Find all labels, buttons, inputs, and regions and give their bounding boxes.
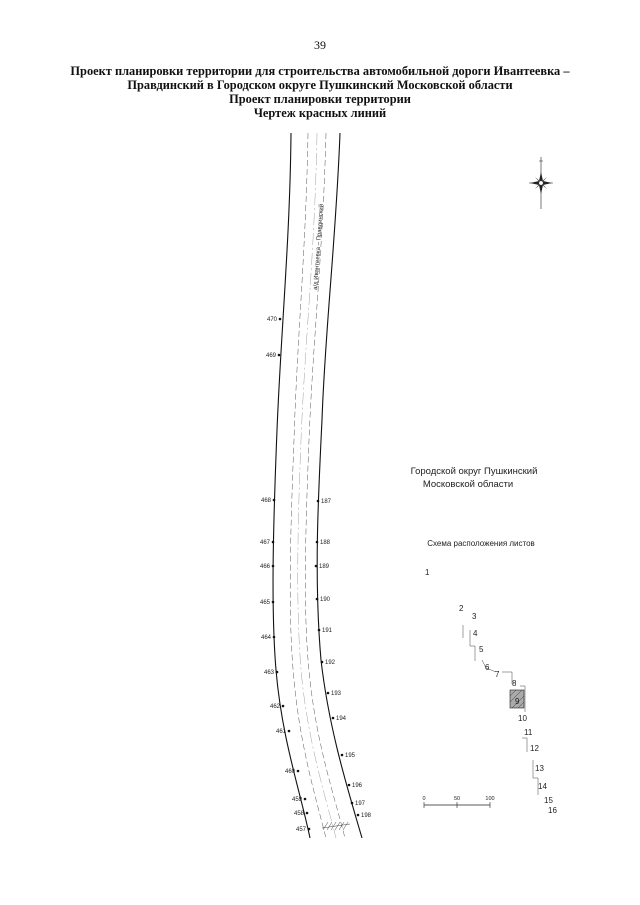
sheet-number-15: 15 [544, 796, 553, 805]
red-line-left [272, 132, 311, 839]
north-arrow-icon [529, 157, 553, 209]
point-label-193: 193 [331, 691, 342, 697]
boundary-point-462 [281, 704, 285, 708]
scale-label-50: 50 [454, 796, 460, 802]
boundary-point-458 [305, 811, 309, 815]
boundary-point-195 [340, 753, 344, 757]
current-sheet-hatch [509, 689, 525, 709]
point-label-459: 459 [292, 797, 303, 803]
red-line-right [316, 132, 363, 839]
boundary-point-189 [314, 564, 318, 568]
boundary-point-459 [303, 797, 307, 801]
road-axis [297, 132, 337, 839]
boundary-point-461 [287, 729, 291, 733]
title-line-3: Проект планировки территории [229, 92, 411, 106]
point-label-463: 463 [264, 670, 275, 676]
road-label: а/д Ивантеевка – Правдинский [312, 204, 325, 290]
sheet-number-1: 1 [425, 568, 430, 577]
point-label-197: 197 [355, 801, 366, 807]
point-label-470: 470 [267, 317, 278, 323]
boundary-point-470 [278, 317, 282, 321]
title-line-4: Чертеж красных линий [253, 106, 387, 120]
scheme-title: Схема расположения листов [427, 539, 535, 548]
current-sheet-marker [509, 689, 525, 709]
boundary-point-463 [275, 670, 279, 674]
sheet-number-7: 7 [495, 670, 500, 679]
boundary-point-187 [316, 499, 320, 503]
sheet-number-5: 5 [479, 645, 484, 654]
point-label-469: 469 [266, 353, 277, 359]
sheet-scheme-lines [462, 625, 539, 795]
boundary-point-191 [317, 628, 321, 632]
boundary-point-457 [307, 827, 311, 831]
point-label-467: 467 [260, 540, 271, 546]
sheet-number-12: 12 [530, 744, 539, 753]
point-label-460: 460 [285, 769, 296, 775]
point-label-188: 188 [320, 540, 331, 546]
boundary-point-465 [271, 600, 275, 604]
point-label-464: 464 [261, 635, 272, 641]
point-label-468: 468 [261, 498, 272, 504]
left-boundary-points: 470 469 468 467 466 465 464 463 462 461 460 459 458 4… [260, 317, 311, 833]
boundary-point-198 [356, 813, 360, 817]
point-label-194: 194 [336, 716, 347, 722]
sheet-number-13: 13 [535, 764, 544, 773]
point-label-458: 458 [294, 811, 305, 817]
title-line-1: Проект планировки территории для строите… [70, 64, 570, 78]
boundary-point-467 [271, 540, 275, 544]
boundary-point-469 [277, 353, 281, 357]
point-label-196: 196 [352, 783, 363, 789]
boundary-point-464 [272, 635, 276, 639]
document-title: Проект планировки территории для строите… [40, 64, 600, 120]
point-label-191: 191 [322, 628, 333, 634]
point-label-187: 187 [321, 499, 332, 505]
boundary-point-468 [272, 498, 276, 502]
carriageway-edge-right [305, 132, 346, 839]
point-label-198: 198 [361, 813, 372, 819]
point-label-190: 190 [320, 597, 331, 603]
boundary-point-460 [296, 769, 300, 773]
boundary-point-188 [315, 540, 319, 544]
carriageway-edge-left [289, 132, 327, 839]
sheet-number-8: 8 [512, 679, 517, 688]
point-label-465: 465 [260, 600, 271, 606]
point-label-462: 462 [270, 704, 281, 710]
sheet-number-14: 14 [538, 782, 547, 791]
boundary-point-197 [350, 801, 354, 805]
boundary-point-193 [326, 691, 330, 695]
sheet-number-3: 3 [472, 612, 477, 621]
point-label-457: 457 [296, 827, 307, 833]
scale-bar: 0 50 100 [422, 796, 495, 808]
title-line-2: Правдинский в Городском округе Пушкински… [127, 78, 513, 92]
right-boundary-points: 187 188 189 190 191 192 193 194 195 196 197 198 [314, 499, 372, 819]
boundary-point-192 [320, 660, 324, 664]
page-number: 39 [314, 38, 326, 52]
scale-label-0: 0 [422, 796, 425, 802]
sheet-number-2: 2 [459, 604, 464, 613]
region-label-line-2: Московской области [423, 479, 513, 490]
point-label-192: 192 [325, 660, 336, 666]
sheet-number-16: 16 [548, 806, 557, 815]
boundary-point-466 [271, 564, 275, 568]
point-label-189: 189 [319, 564, 330, 570]
sheet-number-11: 11 [524, 728, 533, 737]
boundary-point-196 [347, 783, 351, 787]
sheet-number-9: 9 [515, 697, 520, 706]
point-label-461: 461 [276, 729, 287, 735]
sheet-number-6: 6 [485, 663, 490, 672]
boundary-point-190 [315, 597, 319, 601]
sheet-number-4: 4 [473, 629, 478, 638]
scale-label-100: 100 [485, 796, 494, 802]
boundary-point-194 [331, 716, 335, 720]
sheet-number-10: 10 [518, 714, 527, 723]
point-label-195: 195 [345, 753, 356, 759]
region-label-line-1: Городской округ Пушкинский [411, 466, 538, 477]
point-label-466: 466 [260, 564, 271, 570]
hatched-area [321, 821, 351, 831]
